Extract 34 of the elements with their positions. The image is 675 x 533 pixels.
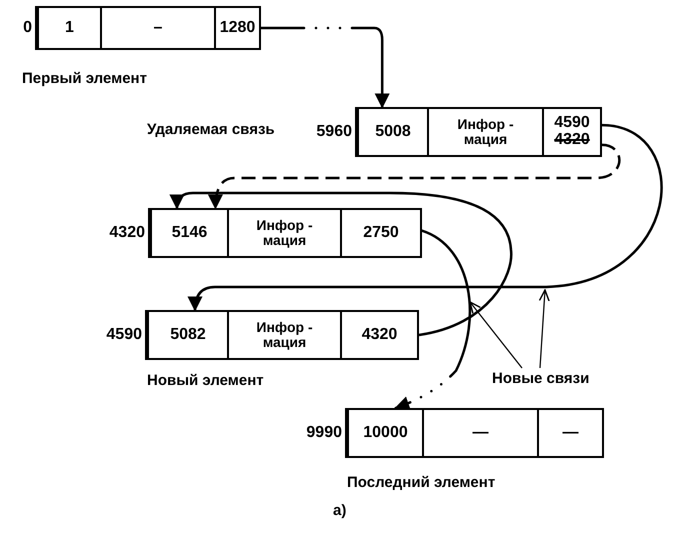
arrow xyxy=(170,192,512,336)
field-value: — xyxy=(472,424,488,442)
field-value: Инфор - мация xyxy=(255,218,314,248)
field-value: 2750 xyxy=(363,224,399,242)
arrow xyxy=(188,124,662,312)
field-value: Инфор - мация xyxy=(255,320,314,350)
dashed-arrow xyxy=(260,26,390,108)
annotation-text: Новые связи xyxy=(492,368,590,390)
field-value: 4320 xyxy=(554,132,590,149)
field-value: Инфор - мация xyxy=(456,117,515,147)
field-value: 5146 xyxy=(172,224,208,242)
address-label: 9990 xyxy=(306,423,342,443)
dashed-arrow xyxy=(208,144,620,210)
field-value: 5008 xyxy=(375,124,411,140)
element-caption: Первый элемент xyxy=(22,69,147,89)
edge-label: Удаляемая связь xyxy=(147,120,275,140)
field-value: – xyxy=(154,20,162,36)
address-label: 4590 xyxy=(106,325,142,345)
field-value: 1 xyxy=(65,20,74,36)
field-value: 5082 xyxy=(170,326,206,344)
element-caption: Последний элемент xyxy=(347,473,496,493)
leader-line xyxy=(538,289,550,368)
field-value: — xyxy=(562,424,578,442)
dashed-arrow xyxy=(394,229,472,410)
field-value: 4590 xyxy=(554,115,590,132)
address-label: 0 xyxy=(23,18,32,38)
field-value: 1280 xyxy=(220,20,256,36)
address-label: 4320 xyxy=(109,223,145,243)
element-caption: Новый элемент xyxy=(147,371,264,391)
leader-line xyxy=(469,301,522,368)
field-value: 10000 xyxy=(363,424,408,442)
address-label: 5960 xyxy=(316,122,352,142)
figure-label: а) xyxy=(333,501,346,521)
field-value: 4320 xyxy=(362,326,398,344)
